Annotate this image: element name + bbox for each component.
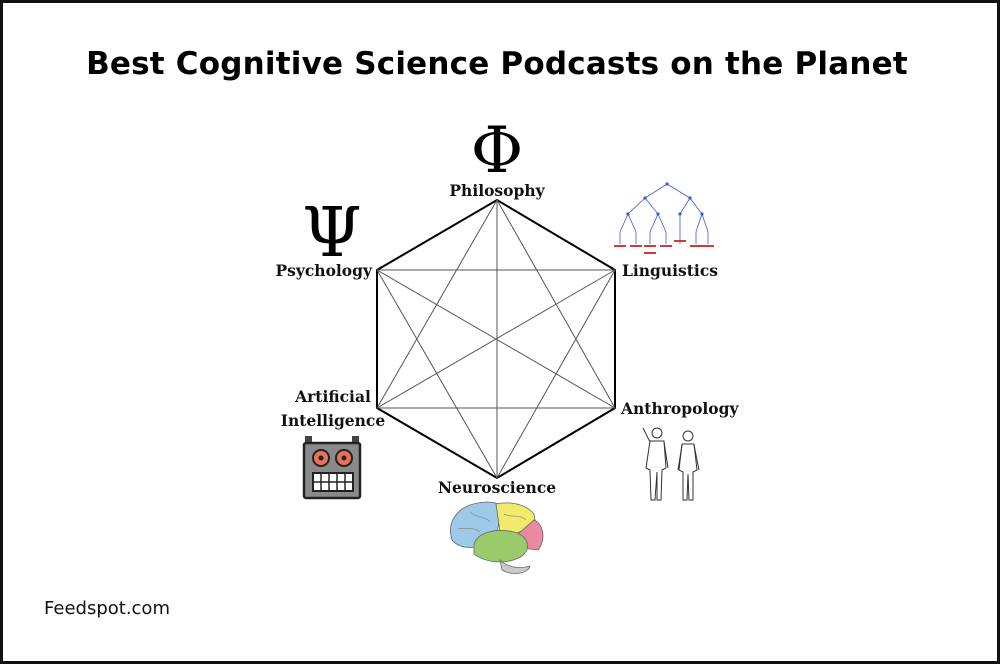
diagonal-linguistics-ai bbox=[376, 269, 616, 409]
anthropology-label: Anthropology bbox=[620, 399, 739, 418]
ai-label-line1: Artificial bbox=[294, 387, 371, 406]
source-credit: Feedspot.com bbox=[44, 598, 170, 619]
page-title: Best Cognitive Science Podcasts on the P… bbox=[86, 46, 908, 82]
neuroscience-label: Neuroscience bbox=[438, 478, 556, 497]
star-triangle-down bbox=[376, 269, 616, 480]
psychology-label: Psychology bbox=[275, 261, 372, 280]
phi-icon: Φ bbox=[471, 114, 523, 188]
ai-label-line2: Intelligence bbox=[281, 411, 386, 430]
human-figures-icon bbox=[642, 427, 700, 501]
psi-icon: Ψ bbox=[302, 194, 362, 273]
star-triangle-up bbox=[376, 198, 616, 409]
philosophy-label: Philosophy bbox=[449, 181, 545, 200]
linguistics-label: Linguistics bbox=[622, 261, 718, 280]
brain-icon bbox=[450, 501, 544, 574]
syntax-tree-icon bbox=[614, 182, 714, 254]
robot-icon bbox=[302, 436, 362, 500]
